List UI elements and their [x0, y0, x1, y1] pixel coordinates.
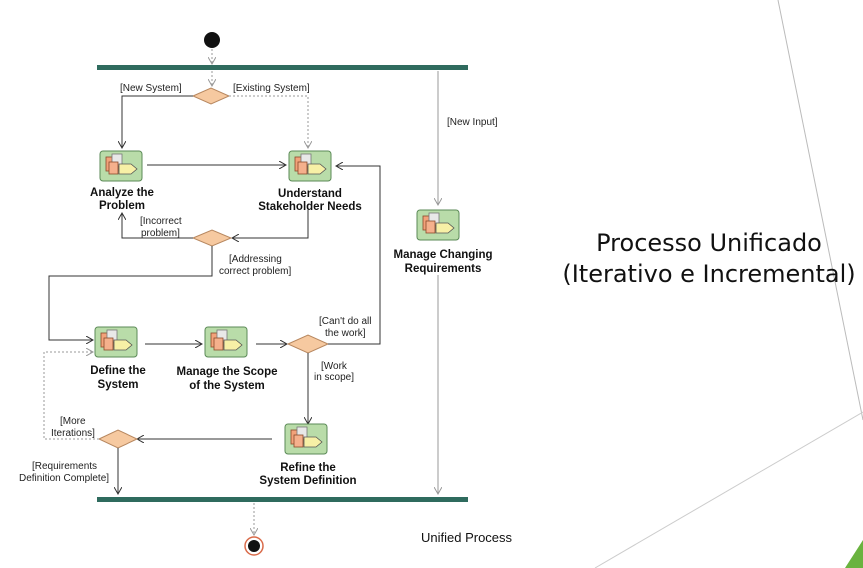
activity-icon [284, 423, 328, 455]
guard-new-system: [New System] [120, 83, 182, 94]
guard-existing-system: [Existing System] [233, 83, 310, 94]
activity-define-label: System [98, 379, 139, 391]
decision-problem [191, 229, 233, 247]
activity-icon [94, 326, 138, 358]
activity-icon [204, 326, 248, 358]
activity-refine-label: Refine the [280, 462, 336, 474]
guard-work-scope: [Work [321, 361, 348, 372]
guard-addressing: [Addressing [229, 254, 282, 265]
guard-cant-do: the work] [325, 328, 366, 339]
activity-scope-label: of the System [189, 380, 264, 392]
guard-new-input: [New Input] [447, 117, 498, 128]
guard-addressing: correct problem] [219, 266, 291, 277]
activity-manage-changing-label: Requirements [405, 263, 482, 275]
activity-analyze-label: Problem [99, 200, 145, 212]
decor-line [594, 411, 863, 568]
activity-icon [416, 209, 460, 241]
join-bar [97, 497, 468, 502]
diagram-caption: Unified Process [421, 530, 513, 545]
fork-bar [97, 65, 468, 70]
activity-manage-changing-label: Manage Changing [393, 249, 492, 261]
decor-corner [845, 540, 863, 568]
guard-req-complete: Definition Complete] [19, 473, 109, 484]
activity-analyze-label: Analyze the [90, 187, 154, 199]
guard-more-iterations: [More [60, 416, 86, 427]
guard-incorrect: [Incorrect [140, 216, 182, 227]
activity-refine-label: System Definition [259, 475, 356, 487]
guard-more-iterations: Iterations] [51, 428, 95, 439]
decision-start [191, 87, 231, 105]
initial-node [204, 32, 220, 48]
decision-scope [286, 334, 330, 354]
guard-incorrect: problem] [141, 228, 180, 239]
slide-title-line2: (Iterativo e Incremental) [562, 260, 856, 288]
activity-scope-label: Manage the Scope [177, 366, 278, 378]
slide-title: Processo Unificado (Iterativo e Incremen… [559, 228, 859, 290]
guard-work-scope: in scope] [314, 372, 354, 383]
activity-understand-label: Understand [278, 188, 342, 200]
slide-title-line1: Processo Unificado [596, 229, 822, 257]
activity-icon [288, 150, 332, 182]
activity-define-label: Define the [90, 365, 146, 377]
decor-line [777, 0, 863, 421]
activity-understand-label: Stakeholder Needs [258, 201, 362, 213]
activity-icon [99, 150, 143, 182]
decision-iterate [97, 429, 139, 449]
guard-cant-do: [Can't do all [319, 316, 372, 327]
guard-req-complete: [Requirements [32, 461, 97, 472]
